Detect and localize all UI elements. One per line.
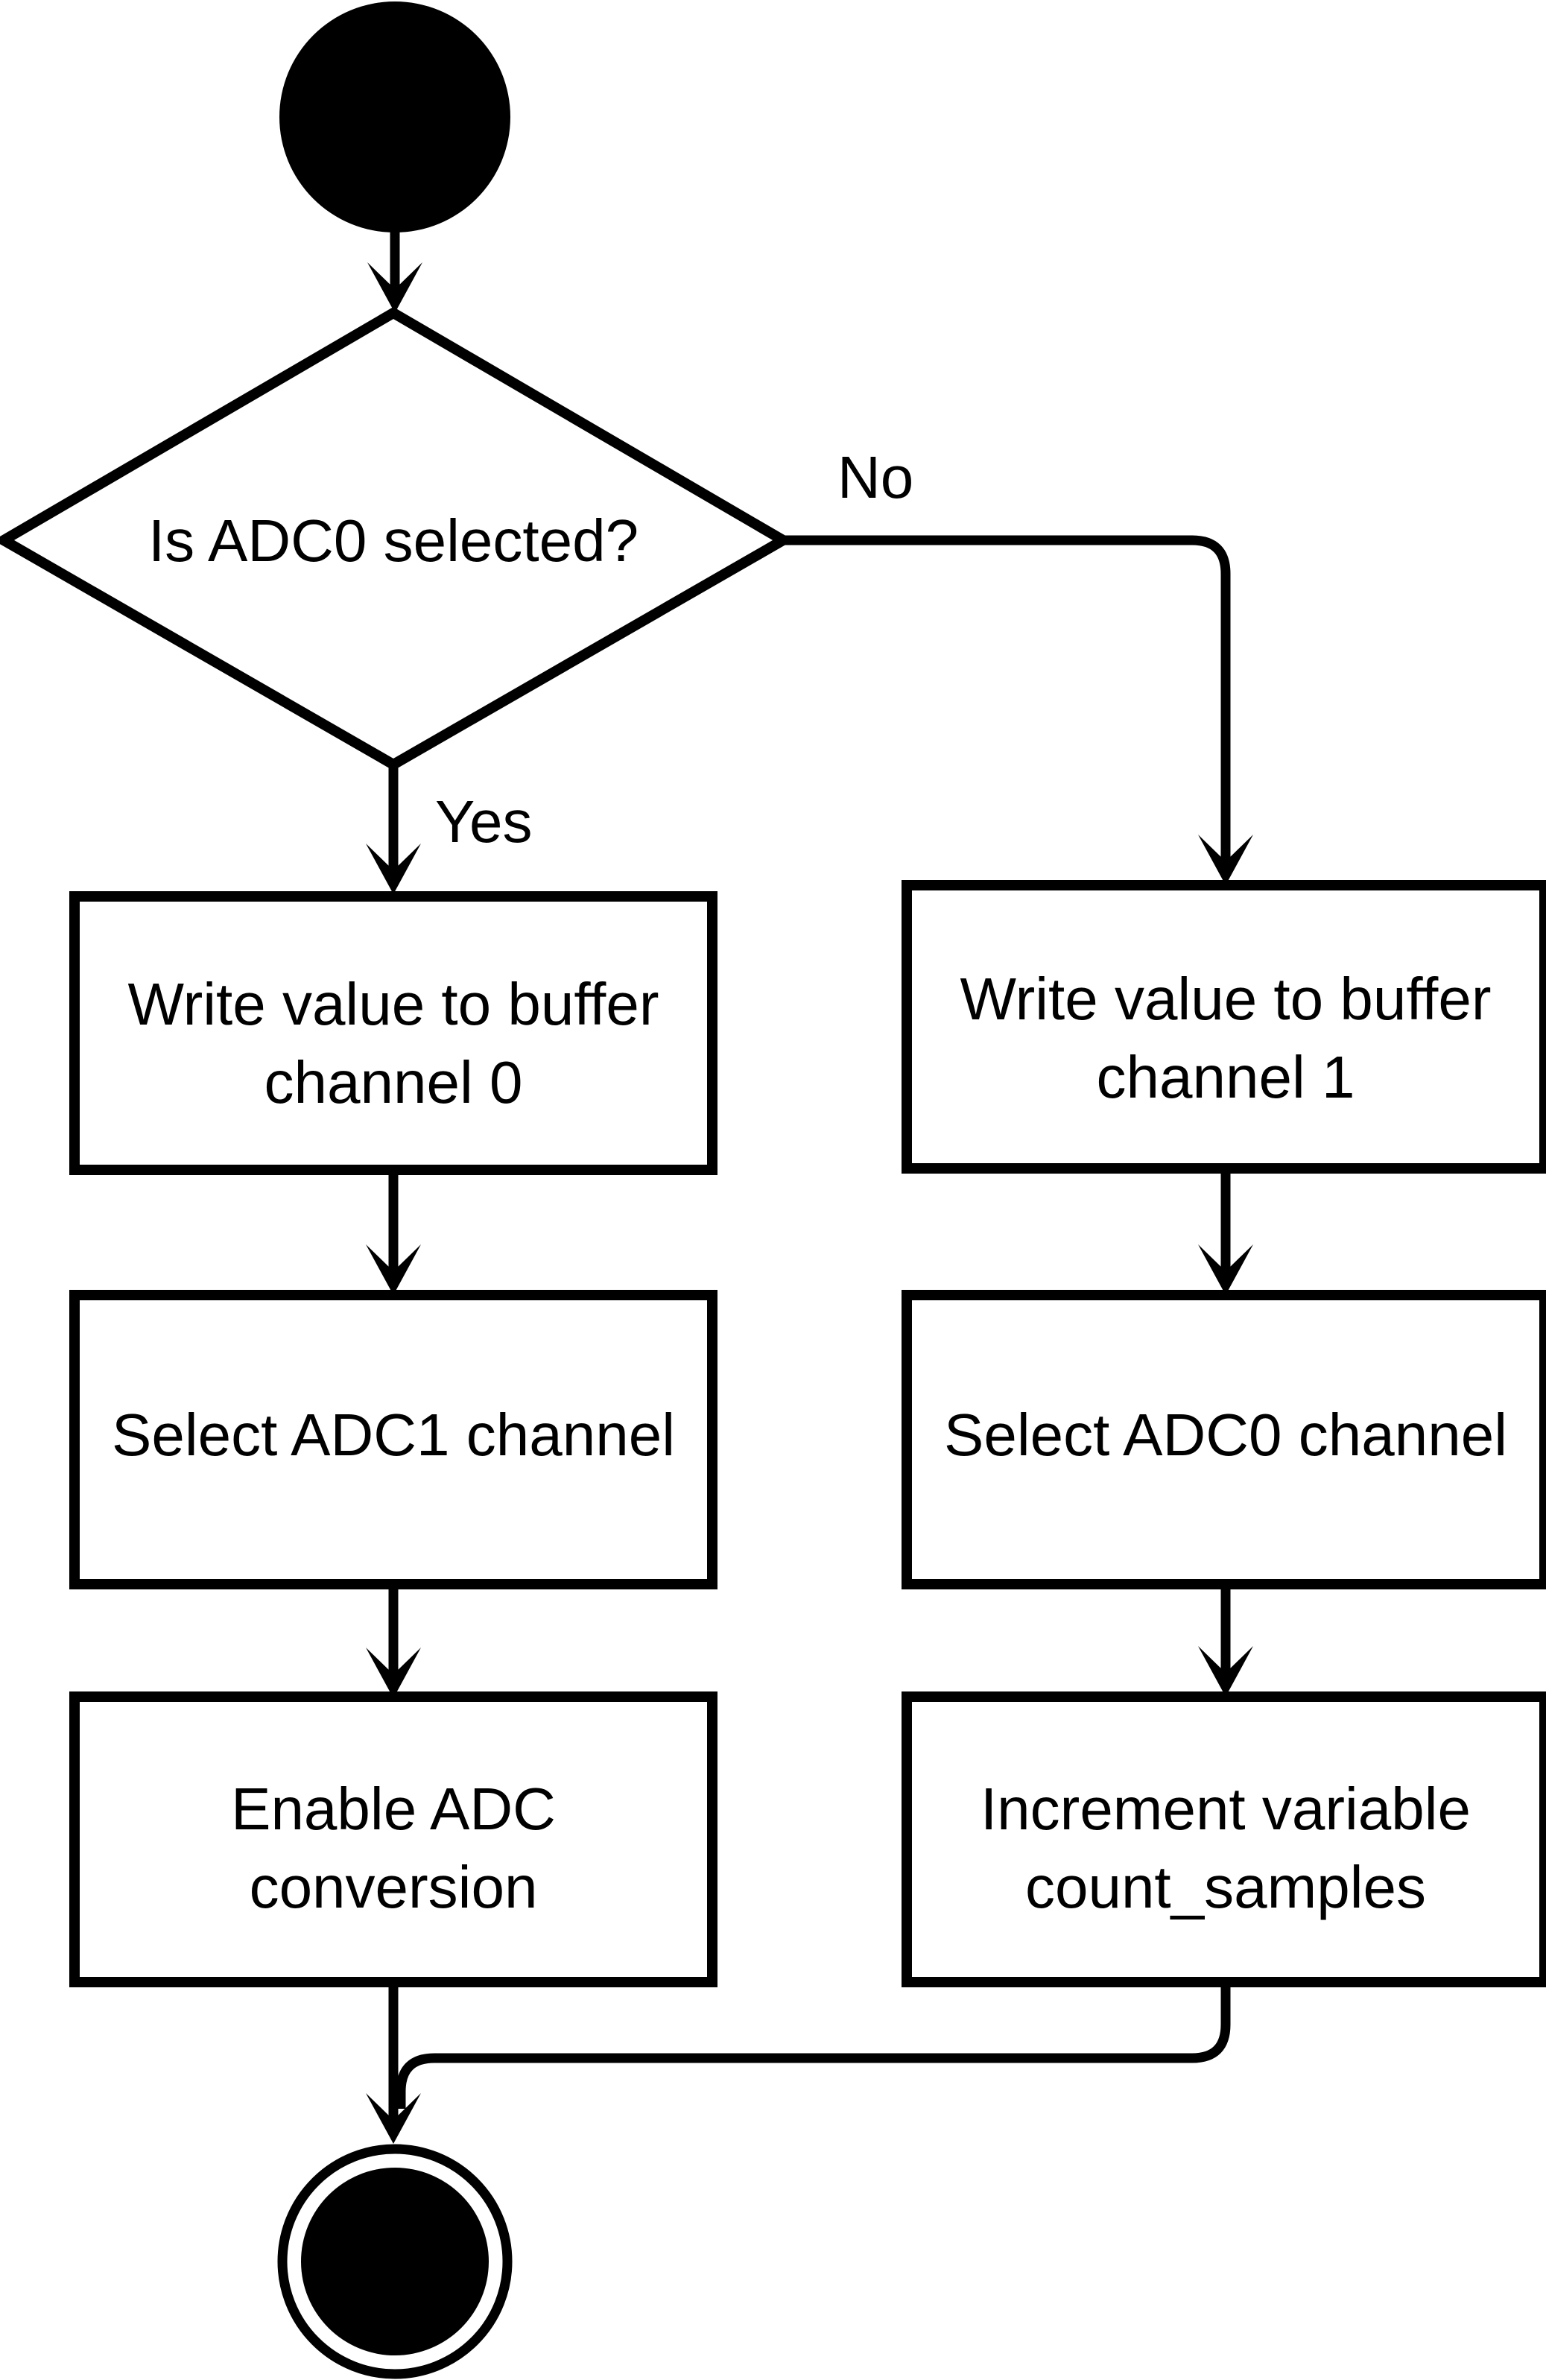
box-write-buffer-ch0 xyxy=(69,891,717,1175)
arrowhead-writech1-to-selectadc0 xyxy=(1198,1244,1253,1295)
edge-label-no: No xyxy=(837,444,913,510)
box-increment-count-samples xyxy=(902,1691,1546,1987)
edge-increment-to-end xyxy=(396,1982,1231,2109)
box-enable-adc-line1: Enable ADC xyxy=(231,1776,556,1842)
arrowhead-yes-branch xyxy=(366,844,421,894)
box-select-adc1-label: Select ADC1 channel xyxy=(112,1402,675,1468)
box-write-buffer-ch1-line1: Write value to buffer xyxy=(960,966,1492,1032)
arrowhead-no-branch xyxy=(1198,835,1253,885)
box-increment-line1: Increment variable xyxy=(980,1776,1471,1842)
arrowhead-selectadc0-to-increment xyxy=(1198,1646,1253,1697)
box-select-adc1 xyxy=(69,1290,717,1589)
box-increment-line2: count_samples xyxy=(1025,1854,1426,1920)
box-write-buffer-ch1-line2: channel 1 xyxy=(1097,1044,1355,1110)
box-write-buffer-ch0-line2: channel 0 xyxy=(264,1049,523,1115)
box-select-adc0-label: Select ADC0 channel xyxy=(944,1402,1507,1468)
box-enable-adc-line2: conversion xyxy=(250,1854,538,1920)
arrowhead-writech0-to-selectadc1 xyxy=(366,1244,421,1295)
decision-label: Is ADC0 selected? xyxy=(148,507,639,574)
edge-label-yes: Yes xyxy=(435,788,533,855)
arrowhead-into-end xyxy=(366,2093,421,2144)
start-node xyxy=(279,1,510,232)
end-node-disc xyxy=(301,2168,489,2355)
box-write-buffer-ch0-line1: Write value to buffer xyxy=(128,971,659,1037)
arrowhead-start-to-decision xyxy=(367,262,422,313)
arrowhead-selectadc1-to-enableadc xyxy=(366,1648,421,1698)
edge-no-branch xyxy=(783,535,1231,863)
box-enable-adc xyxy=(69,1691,717,1987)
